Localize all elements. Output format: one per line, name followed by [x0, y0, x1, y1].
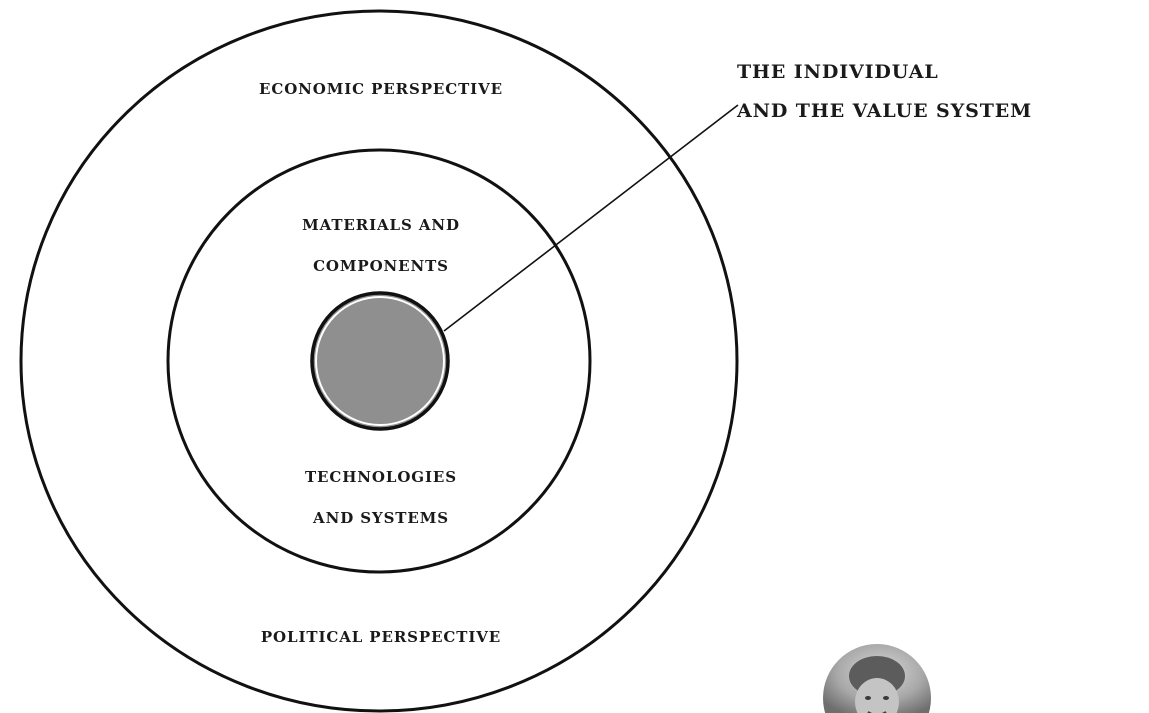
- presenter-avatar: [823, 644, 931, 713]
- middle-ring: [166, 148, 592, 574]
- callout-label-line2: AND THE VALUE SYSTEM: [736, 100, 1032, 122]
- core-circle: [310, 291, 450, 431]
- callout-connector-line: [443, 104, 739, 332]
- middle-top-label-line2: COMPONENTS: [313, 257, 449, 275]
- callout-label-line1: THE INDIVIDUAL: [737, 61, 939, 83]
- middle-top-label-line1: MATERIALS AND: [302, 216, 460, 234]
- middle-bottom-label-line1: TECHNOLOGIES: [305, 468, 457, 486]
- middle-bottom-label-line2: AND SYSTEMS: [312, 509, 449, 527]
- outer-top-label: ECONOMIC PERSPECTIVE: [259, 80, 503, 98]
- outer-ring: [19, 9, 739, 713]
- core-circle-inner-edge: [315, 296, 445, 426]
- outer-bottom-label: POLITICAL PERSPECTIVE: [261, 628, 501, 646]
